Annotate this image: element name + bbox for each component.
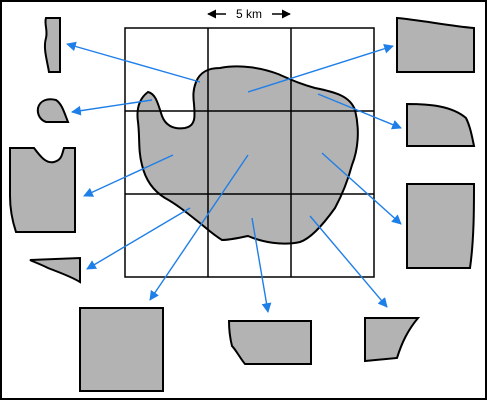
fragment-bottom-square xyxy=(79,307,164,392)
fragment-right-middle xyxy=(406,102,476,147)
fragment-bottom-left-wedge xyxy=(29,256,81,284)
scale-label: 5 km xyxy=(236,7,262,21)
arrow-to-left-blob xyxy=(71,99,153,116)
scale-bar: 5 km xyxy=(207,7,291,21)
fragment-top-right xyxy=(396,16,475,73)
fragments xyxy=(9,16,476,392)
fragment-right-lower xyxy=(406,183,476,269)
fragment-left-blob xyxy=(36,98,70,123)
arrow-to-right-middle xyxy=(317,93,402,130)
arrow-to-bottom-right-wedge xyxy=(309,215,388,308)
fragment-left-large xyxy=(9,147,76,233)
grid xyxy=(124,27,375,278)
arrow-to-bottom-square xyxy=(149,154,249,301)
arrow-to-top-left-sliver xyxy=(66,41,201,83)
arrow-to-left-large xyxy=(83,154,174,197)
fragment-top-left-sliver xyxy=(43,17,61,73)
arrow-to-bottom-left-wedge xyxy=(86,207,191,270)
arrow-to-bottom-middle xyxy=(251,217,272,313)
arrow-to-top-right xyxy=(247,43,394,93)
arrow-to-right-lower xyxy=(321,152,402,225)
fragment-bottom-right-wedge xyxy=(364,317,421,363)
fragment-bottom-middle xyxy=(227,320,312,365)
arrows xyxy=(66,41,402,313)
grid-frame xyxy=(124,27,375,278)
